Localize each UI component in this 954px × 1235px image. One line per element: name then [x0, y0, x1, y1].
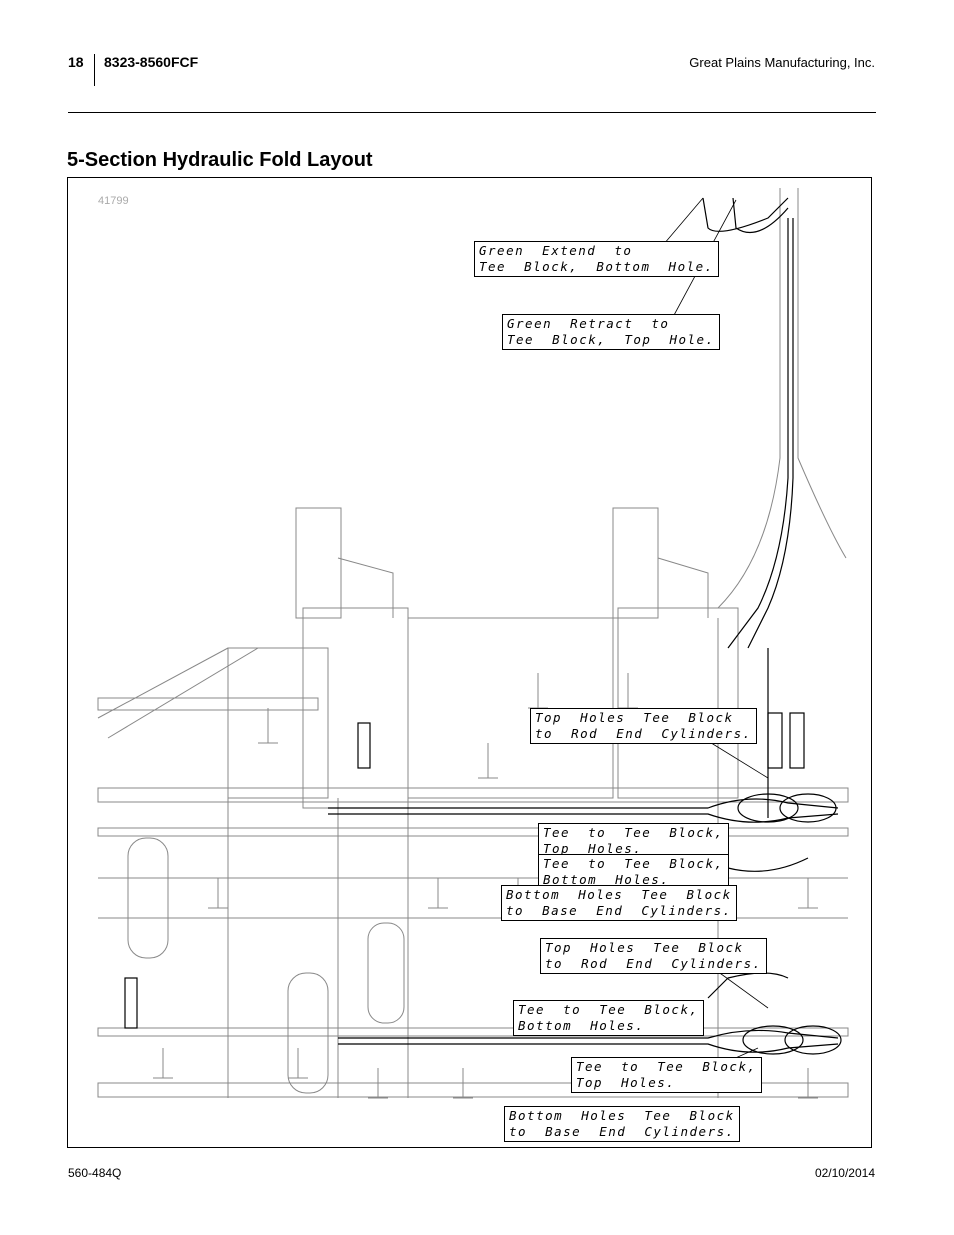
callout-top-holes-rod-end-2: Top Holes Tee Block to Rod End Cylinders…	[540, 938, 767, 974]
callout-tee-top-holes-2: Tee to Tee Block, Top Holes.	[571, 1057, 762, 1093]
figure-number: 41799	[98, 195, 129, 207]
callout-tee-top-holes-1: Tee to Tee Block, Top Holes.	[538, 823, 729, 859]
company-name: Great Plains Manufacturing, Inc.	[689, 55, 875, 70]
callout-tee-bottom-holes-1: Tee to Tee Block, Bottom Holes.	[538, 854, 729, 890]
header-rule	[68, 112, 876, 113]
implement-line-drawing	[97, 188, 849, 1124]
footer-date: 02/10/2014	[814, 1166, 875, 1180]
callout-bottom-holes-base-end-2: Bottom Holes Tee Block to Base End Cylin…	[504, 1106, 740, 1142]
document-id: 8323-8560FCF	[104, 54, 199, 70]
page-number: 18	[68, 54, 84, 70]
section-title: 5-Section Hydraulic Fold Layout	[67, 149, 373, 171]
header-divider	[94, 54, 95, 86]
hydraulic-fold-diagram: 41799	[67, 177, 872, 1148]
callout-green-retract: Green Retract to Tee Block, Top Hole.	[502, 314, 720, 350]
callout-bottom-holes-base-end-1: Bottom Holes Tee Block to Base End Cylin…	[501, 885, 737, 921]
callout-tee-bottom-holes-2: Tee to Tee Block, Bottom Holes.	[513, 1000, 704, 1036]
footer-part-number: 560-484Q	[68, 1166, 122, 1180]
callout-top-holes-rod-end-1: Top Holes Tee Block to Rod End Cylinders…	[530, 708, 757, 744]
callout-green-extend: Green Extend to Tee Block, Bottom Hole.	[474, 241, 719, 277]
